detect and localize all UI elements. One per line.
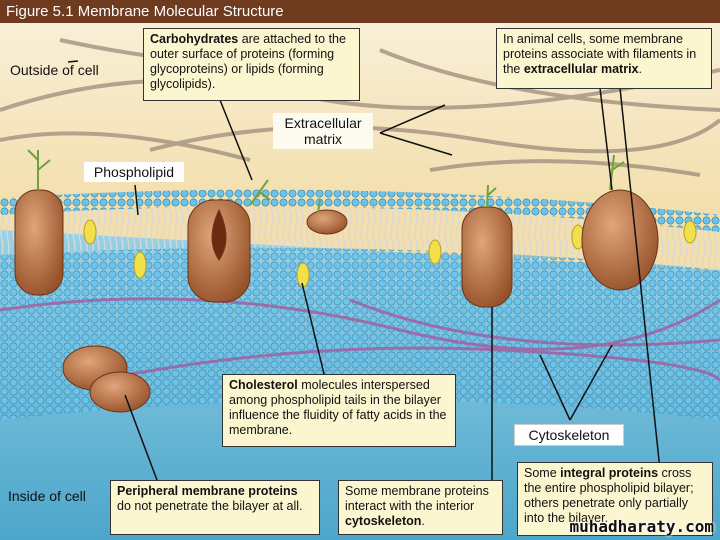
cytoskeleton-filaments xyxy=(0,297,720,382)
peripheral-proteins-callout: Peripheral membrane proteins do not pene… xyxy=(110,480,320,535)
callout-text: Some xyxy=(524,466,561,480)
inner-leaflet-heads xyxy=(0,247,720,420)
callout-term: Carbohydrates xyxy=(150,32,239,46)
figure-title: Figure 5.1 Membrane Molecular Structure xyxy=(0,0,720,23)
cytoskeleton-label: Cytoskeleton xyxy=(514,424,624,446)
callout-term: Cholesterol xyxy=(229,378,298,392)
membrane-illustration xyxy=(0,23,720,540)
callout-term: Peripheral membrane proteins xyxy=(117,484,298,498)
leader-lines xyxy=(67,60,661,481)
callout-text-end: cross the entire phospholipid bilayer; o… xyxy=(524,466,694,525)
carbohydrates-callout: Carbohydrates are attached to the outer … xyxy=(143,28,360,101)
callout-text: do not penetrate the bilayer at all. xyxy=(117,499,303,513)
callout-text-end: . xyxy=(638,62,642,76)
outside-of-cell-label: Outside of cell xyxy=(10,62,99,78)
callout-term: cytoskeleton xyxy=(345,514,422,528)
cholesterol-callout: Cholesterol molecules interspersed among… xyxy=(222,374,456,447)
integral-proteins-callout: Some integral proteins cross the entire … xyxy=(517,462,713,536)
callout-term: integral proteins xyxy=(560,466,659,480)
cytoskeleton-callout: Some membrane proteins interact with the… xyxy=(338,480,503,535)
watermark: muhadharaty.com xyxy=(569,517,715,536)
carbohydrate-chains xyxy=(27,149,625,213)
lipid-tails xyxy=(0,206,720,270)
callout-term: extracellular matrix xyxy=(523,62,639,76)
callout-text: molecules interspersed among phospholipi… xyxy=(229,378,447,437)
extracellular-matrix-callout: In animal cells, some membrane proteins … xyxy=(496,28,712,89)
extracellular-matrix-label: Extracellular matrix xyxy=(273,113,373,149)
callout-text-end: . xyxy=(421,514,425,528)
callout-text: In animal cells, some membrane proteins … xyxy=(503,32,697,76)
callout-text: are attached to the outer surface of pro… xyxy=(150,32,346,91)
phospholipid-label: Phospholipid xyxy=(84,162,184,182)
inside-of-cell-label: Inside of cell xyxy=(8,488,86,504)
cholesterol-molecules xyxy=(83,219,697,288)
callout-text: Some membrane proteins interact with the… xyxy=(345,484,489,513)
outer-leaflet-heads xyxy=(0,189,720,232)
